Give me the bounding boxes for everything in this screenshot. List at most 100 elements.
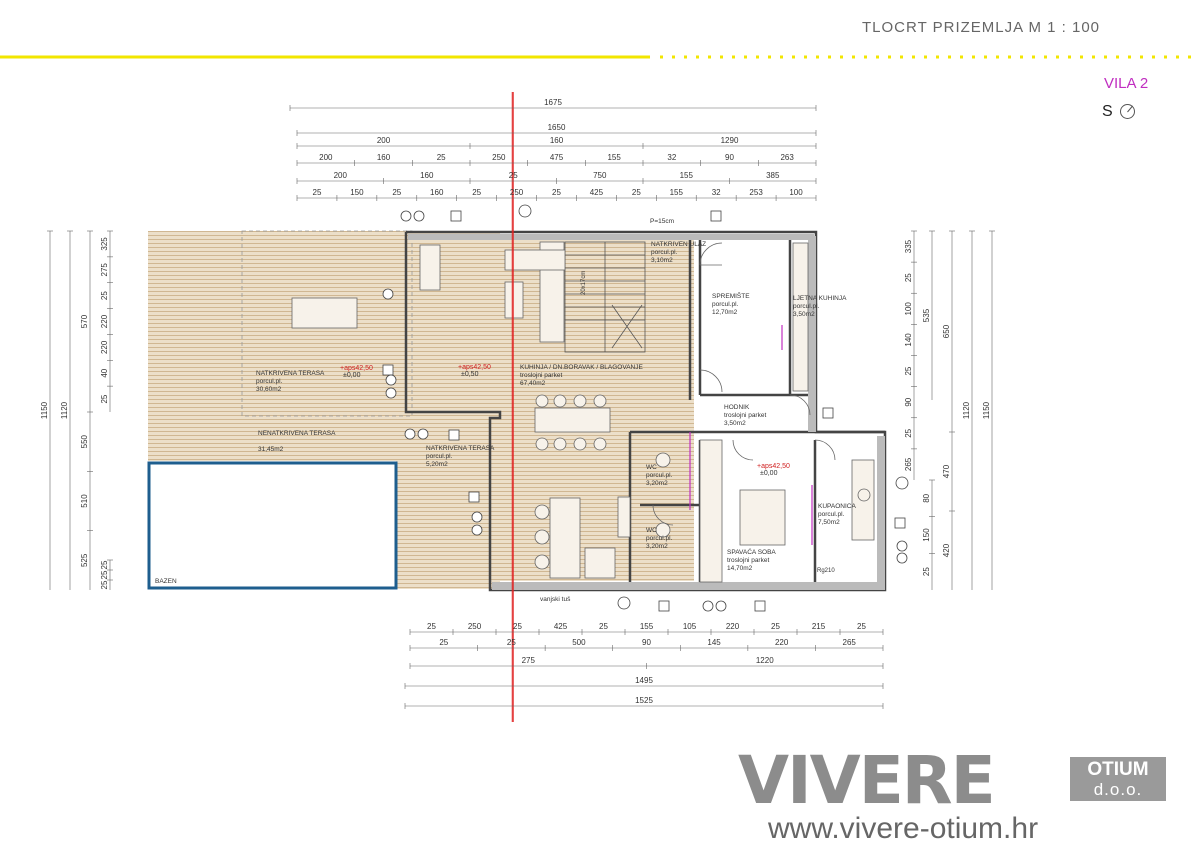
bottom-dim-value: 25 — [513, 622, 522, 631]
bottom-dim-value: 25 — [427, 622, 436, 631]
right-dim-value: 535 — [922, 308, 931, 322]
top-dim-value: 200 — [319, 153, 333, 162]
room-name: LJETNA KUHINJA — [793, 295, 847, 302]
left-dim-value: 325 — [100, 237, 109, 251]
left-dim-value: 25 — [100, 291, 109, 300]
website-link[interactable]: www.vivere-otium.hr — [768, 812, 1039, 845]
left-dim-value: 1120 — [60, 401, 69, 419]
level-mark: ±0,00 — [760, 470, 778, 477]
covered-terrace-outline — [241, 230, 413, 417]
bottom-dim-value: 250 — [468, 622, 482, 631]
note-outdoor-shower: vanjski tuš — [540, 596, 571, 603]
note-window: P=15cm — [650, 218, 674, 225]
top-dim-value: 750 — [593, 171, 607, 180]
room-area: 14,70m2 — [727, 565, 753, 572]
room-name: NATKRIVENA TERASA — [426, 445, 495, 452]
room-floor: porcul.pl. — [646, 535, 673, 542]
room-name: HODNIK — [724, 404, 750, 411]
north-label: S — [1102, 103, 1113, 120]
deck-left — [148, 231, 408, 461]
top-dim-value: 1675 — [544, 98, 562, 107]
room-name: WC — [646, 527, 657, 534]
room-name: SPAVAĆA SOBA — [727, 547, 776, 556]
room-floor: porcul.pl. — [256, 378, 283, 385]
bottom-dim-value: 155 — [640, 622, 654, 631]
note-rgs: Rg210 — [817, 568, 835, 574]
top-dim-value: 250 — [492, 153, 506, 162]
right-dim-value: 1120 — [962, 401, 971, 419]
top-dim-value: 100 — [789, 188, 803, 197]
room-floor: troslojni parket — [724, 412, 766, 419]
level-mark: +aps42,50 — [458, 364, 491, 371]
right-dim-value: 25 — [904, 366, 913, 375]
top-dim-value: 25 — [552, 188, 561, 197]
bottom-dim-value: 425 — [554, 622, 568, 631]
left-dim-value: 25 — [100, 580, 109, 589]
right-dim-value: 470 — [942, 464, 951, 478]
room-name: NENATKRIVENA TERASA — [258, 430, 336, 437]
left-dim-value: 510 — [80, 494, 89, 508]
room-name: KUHINJA / DN.BORAVAK / BLAGOVANJE — [520, 364, 643, 371]
bottom-dim-value: 220 — [775, 638, 789, 647]
left-dim-value: 220 — [100, 340, 109, 354]
bottom-dim-value: 275 — [522, 656, 536, 665]
plan-title: TLOCRT PRIZEMLJA M 1 : 100 — [862, 19, 1101, 36]
top-dim-value: 160 — [377, 153, 391, 162]
top-dim-value: 25 — [313, 188, 322, 197]
right-dim-value: 100 — [904, 302, 913, 316]
bottom-dim-value: 145 — [707, 638, 721, 647]
right-dim-value: 25 — [904, 273, 913, 282]
room-area: 7,50m2 — [818, 519, 840, 526]
right-dim-value: 25 — [922, 567, 931, 576]
level-mark: ±0,00 — [343, 372, 361, 379]
bottom-dim-value: 265 — [843, 638, 857, 647]
level-mark: +aps42,50 — [340, 365, 373, 372]
top-dim-value: 32 — [667, 153, 676, 162]
room-area: 5,20m2 — [426, 461, 448, 468]
left-dim-value: 275 — [100, 263, 109, 277]
left-dim-value: 25 — [100, 560, 109, 569]
logo-wordmark: VIVERE — [738, 742, 996, 819]
room-name: BAZEN — [155, 578, 177, 585]
top-dim-value: 32 — [712, 188, 721, 197]
villa-label: VILA 2 — [1104, 75, 1149, 92]
room-area: 30,60m2 — [256, 386, 282, 393]
top-dim-value: 160 — [430, 188, 444, 197]
room-name: SPREMIŠTE — [712, 291, 750, 300]
room-floor: porcul.pl. — [818, 511, 845, 518]
top-dim-value: 475 — [550, 153, 564, 162]
left-dim-value: 25 — [100, 570, 109, 579]
top-dim-value: 425 — [590, 188, 604, 197]
bottom-dim-value: 25 — [771, 622, 780, 631]
room-name: KUPAONICA — [818, 503, 856, 510]
top-dim-value: 25 — [437, 153, 446, 162]
room-area: 31,45m2 — [258, 446, 284, 453]
right-dim-value: 420 — [942, 543, 951, 557]
room-area: 12,70m2 — [712, 309, 738, 316]
room-floor: porcul.pl. — [651, 249, 678, 256]
north-arrow-icon — [1120, 104, 1135, 119]
room-floor: porcul.pl. — [793, 303, 820, 310]
top-dim-value: 90 — [725, 153, 734, 162]
top-dim-value: 25 — [472, 188, 481, 197]
logo-otium: OTIUM — [1087, 759, 1149, 780]
right-dim-value: 265 — [904, 457, 913, 471]
room-floor: porcul.pl. — [646, 472, 673, 479]
level-mark: ±0,50 — [461, 371, 479, 378]
note-stair: 20x17cm — [581, 271, 587, 295]
top-dim-value: 155 — [680, 171, 694, 180]
bottom-dim-value: 1525 — [635, 696, 653, 705]
bottom-dim-value: 1495 — [635, 676, 653, 685]
bottom-dim-value: 105 — [683, 622, 697, 631]
left-dim-value: 525 — [80, 553, 89, 567]
top-dim-value: 150 — [350, 188, 364, 197]
top-dim-value: 200 — [377, 136, 391, 145]
room-area: 3,20m2 — [646, 543, 668, 550]
bottom-dim-value: 500 — [572, 638, 586, 647]
room-floor: troslojni parket — [520, 372, 562, 379]
left-dim-value: 220 — [100, 314, 109, 328]
bottom-dim-value: 25 — [439, 638, 448, 647]
left-dim-value: 25 — [100, 394, 109, 403]
